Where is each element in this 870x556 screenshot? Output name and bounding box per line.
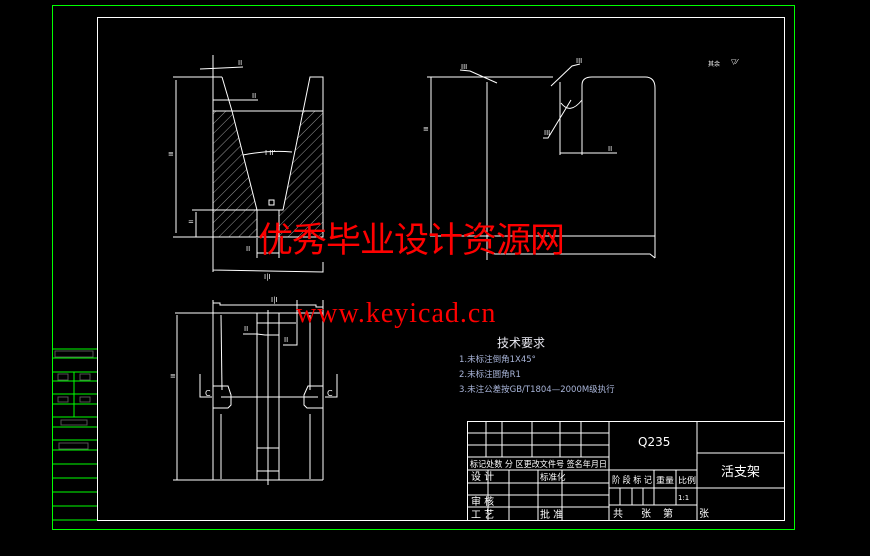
scale-value: 1:1 (678, 494, 689, 502)
roughness-note: 其余 (708, 60, 720, 68)
svg-text:≡: ≡ (423, 125, 429, 133)
material-value: Q235 (638, 435, 670, 449)
left-strip-table (52, 348, 97, 521)
svg-text:I II': I II' (265, 149, 275, 157)
revision-header: 标记处数 分 区更改文件号 签名年月日 (470, 459, 607, 470)
svg-text:III: III (576, 57, 582, 65)
sheets-total-label: 共 (613, 508, 623, 520)
process-label: 工 艺 (471, 509, 494, 521)
standardize-label: 标准化 (540, 472, 566, 483)
top-view: I|I II II ≡ C C (170, 296, 338, 485)
svg-text:≡: ≡ (170, 372, 176, 380)
part-name: 活支架 (721, 465, 760, 480)
sheet-unit2-label: 张 (699, 508, 709, 520)
svg-text:II: II (238, 59, 242, 67)
svg-text:=: = (188, 218, 194, 226)
stage-mark-label: 阶 段 标 记 (612, 474, 652, 486)
sheet-no-label: 第 (663, 507, 673, 520)
title-block: 标记处数 分 区更改文件号 签名年月日 设 计 标准化 审 核 工 艺 批 准 … (467, 421, 785, 521)
svg-text:≡: ≡ (168, 150, 174, 158)
sheets-unit-label: 张 (641, 508, 651, 520)
side-view: II ≡ III III III 其余 ▽⁄ (423, 57, 739, 260)
weight-label: 重量 (656, 475, 674, 485)
svg-text:II: II (608, 145, 612, 153)
svg-text:II: II (252, 92, 256, 100)
review-label: 审 核 (471, 495, 494, 508)
svg-text:III: III (461, 63, 467, 71)
svg-text:II: II (246, 245, 250, 253)
svg-text:III: III (544, 129, 550, 137)
ratio-label: 比例 (678, 475, 696, 485)
outer-frame (52, 5, 795, 530)
section-c-label-right: C (327, 389, 333, 398)
tech-requirement-2: 2.未标注圆角R1 (459, 369, 521, 380)
tech-requirements-title: 技术要求 (497, 336, 545, 350)
front-section-view: ≡ = II II I II' II I|I (168, 55, 324, 281)
svg-text:▽⁄: ▽⁄ (731, 58, 739, 66)
section-c-label-left: C (205, 389, 211, 398)
svg-text:II: II (284, 336, 288, 344)
tech-requirement-1: 1.未标注倒角1X45° (459, 354, 536, 365)
svg-text:I|I: I|I (264, 273, 271, 281)
inner-frame (97, 17, 785, 521)
tech-requirements: 技术要求 1.未标注倒角1X45° 2.未标注圆角R1 3.未注公差按GB/T1… (459, 336, 615, 395)
svg-text:II: II (244, 325, 248, 333)
watermark-url: www.keyicad.cn (296, 298, 497, 329)
approve-label: 批 准 (540, 508, 563, 521)
design-label: 设 计 (471, 470, 494, 483)
tech-requirement-3: 3.未注公差按GB/T1804—2000M级执行 (459, 384, 615, 395)
watermark-cn: 优秀毕业设计资源网 (258, 221, 565, 261)
svg-text:I|I: I|I (271, 296, 278, 304)
